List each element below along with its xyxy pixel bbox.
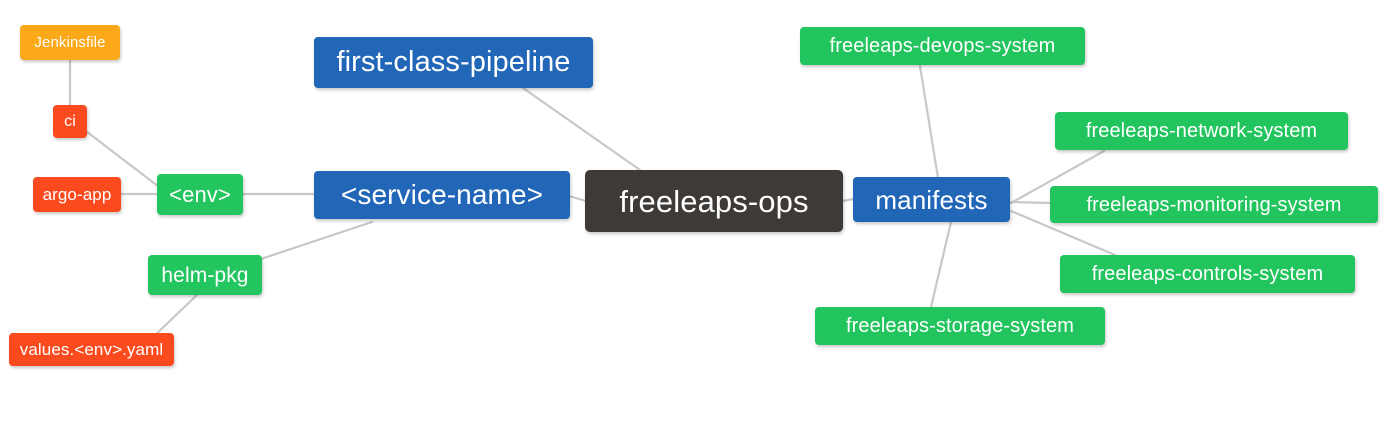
node-freeleaps-devops-system[interactable]: freeleaps-devops-system bbox=[800, 27, 1085, 65]
node-freeleaps-storage-system[interactable]: freeleaps-storage-system bbox=[815, 307, 1105, 345]
edge-servicename-root bbox=[567, 194, 588, 203]
node-service-name[interactable]: <service-name> bbox=[314, 171, 570, 219]
node-manifests-label: manifests bbox=[875, 184, 988, 215]
edge-manifests-devopssystem bbox=[918, 64, 940, 180]
node-freeleaps-controls-system-label: freeleaps-controls-system bbox=[1091, 263, 1324, 285]
edge-firstclasspipeline-root bbox=[521, 86, 642, 172]
node-root-label: freeleaps-ops bbox=[619, 183, 809, 219]
node-env[interactable]: <env> bbox=[157, 174, 243, 215]
node-first-class-pipeline[interactable]: first-class-pipeline bbox=[314, 37, 593, 88]
node-root-freeleaps-ops[interactable]: freeleaps-ops bbox=[585, 170, 843, 232]
node-service-name-label: <service-name> bbox=[340, 179, 544, 210]
node-freeleaps-controls-system[interactable]: freeleaps-controls-system bbox=[1060, 255, 1355, 293]
node-jenkinsfile[interactable]: Jenkinsfile bbox=[20, 25, 120, 60]
node-values-yaml-label: values.<env>.yaml bbox=[19, 340, 164, 359]
node-helm-pkg-label: helm-pkg bbox=[161, 263, 249, 287]
node-freeleaps-storage-system-label: freeleaps-storage-system bbox=[845, 315, 1075, 337]
edge-manifests-monitoringsystem bbox=[1009, 200, 1052, 205]
node-jenkinsfile-label: Jenkinsfile bbox=[34, 34, 106, 51]
node-ci[interactable]: ci bbox=[53, 105, 87, 138]
node-freeleaps-network-system[interactable]: freeleaps-network-system bbox=[1055, 112, 1348, 150]
node-manifests[interactable]: manifests bbox=[853, 177, 1010, 222]
node-argo-app-label: argo-app bbox=[42, 185, 112, 204]
node-argo-app[interactable]: argo-app bbox=[33, 177, 121, 212]
node-freeleaps-devops-system-label: freeleaps-devops-system bbox=[829, 35, 1056, 57]
edge-manifests-storagesystem bbox=[929, 220, 953, 309]
edge-root-manifests bbox=[841, 197, 855, 203]
node-values-yaml[interactable]: values.<env>.yaml bbox=[9, 333, 174, 366]
node-freeleaps-monitoring-system-label: freeleaps-monitoring-system bbox=[1086, 193, 1342, 216]
node-helm-pkg[interactable]: helm-pkg bbox=[148, 255, 262, 295]
node-env-label: <env> bbox=[169, 181, 231, 207]
edge-helmpkg-servicename bbox=[250, 220, 374, 264]
node-freeleaps-network-system-label: freeleaps-network-system bbox=[1085, 120, 1318, 142]
node-ci-label: ci bbox=[64, 112, 76, 130]
node-first-class-pipeline-label: first-class-pipeline bbox=[336, 46, 571, 78]
node-freeleaps-monitoring-system[interactable]: freeleaps-monitoring-system bbox=[1050, 186, 1378, 223]
